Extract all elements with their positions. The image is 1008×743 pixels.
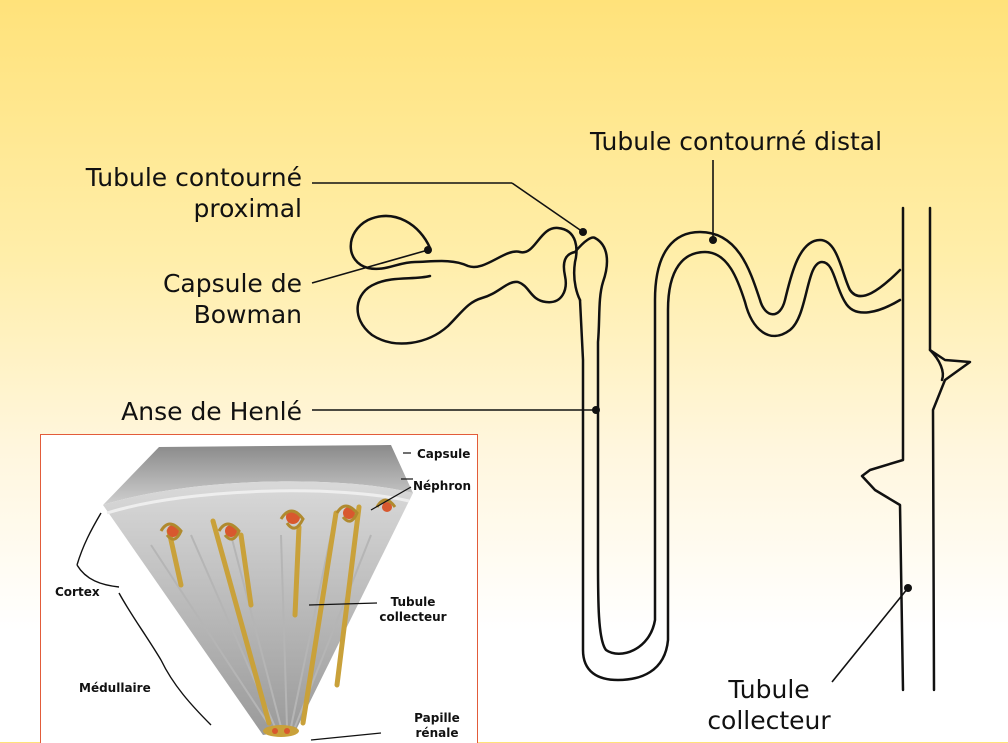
inset-label-nephron: Néphron	[413, 479, 471, 494]
collecting-duct	[930, 208, 970, 690]
proximal-tubule	[580, 252, 900, 680]
label-capsule-de-bowman: Capsule de Bowman	[100, 268, 302, 330]
kidney-section-inset: Capsule Néphron Cortex Tubule collecteur…	[40, 434, 478, 743]
proximal-tubule	[595, 232, 900, 654]
label-tubule-collecteur: Tubule collecteur	[696, 674, 842, 736]
kidney-section-illustration	[41, 435, 477, 743]
inset-label-tubule-collecteur: Tubule collecteur	[377, 595, 449, 625]
distal-tubule	[575, 238, 595, 252]
inset-label-papille-renale: Papille rénale	[407, 711, 467, 741]
collecting-duct	[862, 208, 903, 690]
inset-label-cortex: Cortex	[55, 585, 100, 600]
label-tubule-contourne-distal: Tubule contourné distal	[590, 126, 882, 157]
bowman-capsule-outline	[351, 216, 580, 300]
label-tubule-contourne-proximal: Tubule contourné proximal	[30, 162, 302, 224]
inset-label-medullaire: Médullaire	[79, 681, 151, 696]
label-anse-de-henle: Anse de Henlé	[60, 396, 302, 427]
inset-label-capsule: Capsule	[417, 447, 470, 462]
